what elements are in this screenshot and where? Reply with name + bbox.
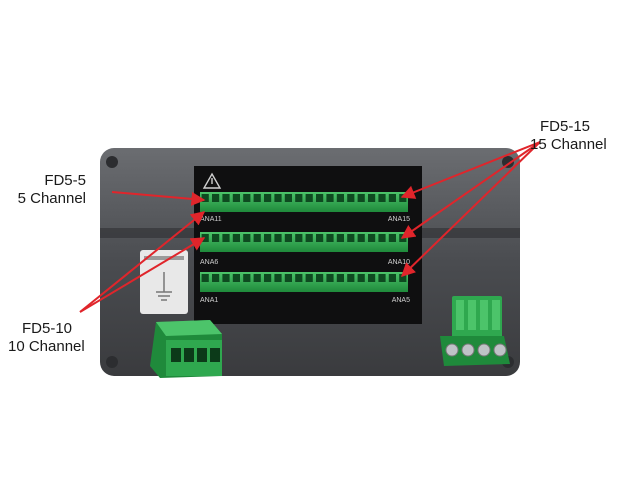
arrow-fd5-15-a	[400, 141, 541, 199]
terminal-socket	[399, 274, 407, 282]
callout-arrows	[79, 141, 541, 313]
terminal-socket	[368, 274, 376, 282]
terminal-socket	[368, 194, 376, 202]
screw-icon	[461, 343, 475, 357]
terminal-socket	[305, 274, 313, 282]
model-name: FD5-5	[44, 172, 86, 189]
screw-top-left	[106, 156, 118, 168]
terminal-block-row	[200, 192, 408, 212]
model-name: FD5-15	[540, 118, 591, 135]
terminal-socket	[326, 234, 334, 242]
terminal-socket	[212, 234, 220, 242]
terminal-socket	[232, 234, 240, 242]
terminal-socket	[284, 194, 292, 202]
row-label-left: ANA6	[200, 259, 218, 266]
terminal-socket	[388, 234, 396, 242]
terminal-socket	[222, 274, 230, 282]
screw-icon	[445, 343, 459, 357]
screw-icon	[477, 343, 491, 357]
terminal-plug-screw	[440, 296, 510, 366]
terminal-socket	[357, 274, 365, 282]
screw-top-right	[502, 156, 514, 168]
channel-count: 5 Channel	[17, 190, 86, 207]
row-label-right: ANA15	[388, 216, 410, 223]
terminal-socket	[264, 194, 272, 202]
arrow-fd5-15-c	[400, 141, 541, 277]
terminal-rows	[200, 192, 408, 292]
terminal-socket	[264, 234, 272, 242]
terminal-socket	[253, 194, 261, 202]
terminal-socket	[336, 274, 344, 282]
terminal-socket	[222, 234, 230, 242]
callout-fd5-5: FD5-5 5 Channel	[0, 172, 86, 208]
terminal-socket	[253, 234, 261, 242]
model-name: FD5-10	[22, 320, 73, 337]
terminal-socket	[253, 274, 261, 282]
terminal-socket	[232, 194, 240, 202]
row-label-right: ANA10	[388, 259, 410, 266]
terminal-socket	[388, 274, 396, 282]
terminal-socket	[336, 234, 344, 242]
terminal-socket	[232, 274, 240, 282]
terminal-socket	[295, 194, 303, 202]
terminal-socket	[243, 234, 251, 242]
terminal-socket	[295, 234, 303, 242]
terminal-socket	[316, 274, 324, 282]
terminal-socket	[212, 194, 220, 202]
terminal-socket	[284, 274, 292, 282]
terminal-socket	[378, 274, 386, 282]
terminal-socket	[284, 234, 292, 242]
terminal-socket	[347, 194, 355, 202]
terminal-socket	[212, 274, 220, 282]
terminal-socket	[378, 234, 386, 242]
terminal-socket	[201, 274, 209, 282]
terminal-socket	[274, 234, 282, 242]
arrow-fd5-10-b	[79, 237, 206, 313]
terminal-socket	[243, 274, 251, 282]
channel-count: 15 Channel	[530, 136, 607, 153]
terminal-socket	[336, 194, 344, 202]
row-label-left: ANA11	[200, 216, 222, 223]
callout-fd5-15: FD5-15 15 Channel	[530, 118, 607, 154]
terminal-socket	[326, 274, 334, 282]
callout-fd5-10: FD5-10 10 Channel	[8, 320, 85, 356]
screw-icon	[493, 343, 507, 357]
row-label-left: ANA1	[200, 297, 218, 304]
terminal-socket	[222, 194, 230, 202]
terminal-socket	[378, 194, 386, 202]
terminal-socket	[357, 194, 365, 202]
terminal-socket	[368, 234, 376, 242]
terminal-socket	[274, 194, 282, 202]
screw-bottom-left	[106, 356, 118, 368]
terminal-socket	[388, 194, 396, 202]
row-label-right: ANA5	[392, 297, 410, 304]
terminal-socket	[316, 194, 324, 202]
terminal-socket	[357, 234, 365, 242]
terminal-socket	[316, 234, 324, 242]
terminal-socket	[264, 274, 272, 282]
terminal-socket	[243, 194, 251, 202]
arrow-fd5-15-b	[400, 141, 541, 239]
side-label-sticker	[140, 250, 188, 314]
terminal-socket	[295, 274, 303, 282]
terminal-socket	[305, 234, 313, 242]
terminal-block-row	[200, 232, 408, 252]
warning-icon	[202, 172, 222, 189]
terminal-block-row	[200, 272, 408, 292]
terminal-plug-front	[150, 320, 222, 378]
terminal-socket	[326, 194, 334, 202]
terminal-socket	[347, 274, 355, 282]
arrow-fd5-10-a	[79, 211, 206, 313]
terminal-socket	[347, 234, 355, 242]
terminal-socket	[305, 194, 313, 202]
channel-count: 10 Channel	[8, 338, 85, 355]
arrow-fd5-5	[111, 191, 206, 206]
terminal-socket	[274, 274, 282, 282]
